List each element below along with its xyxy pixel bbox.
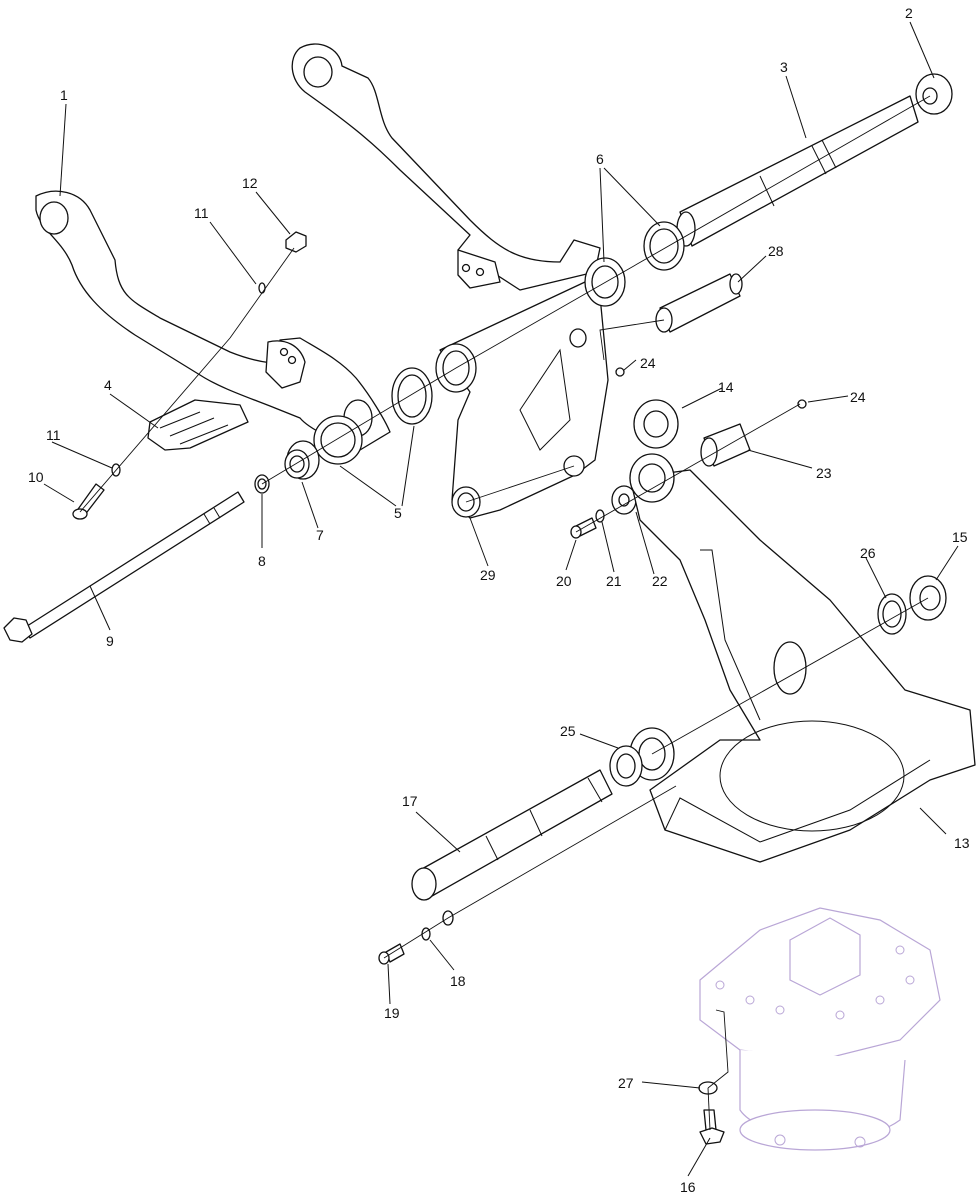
callout-2: 2 [905,5,913,21]
washer-6-outer-part [643,221,685,271]
callout-14: 14 [718,379,734,395]
boom-frame-part [629,453,976,863]
callout-22: 22 [652,573,668,589]
callout-19: 19 [384,1005,400,1021]
assembly-axis-lines [79,95,931,1131]
washer-25-part [609,745,643,787]
pin-17-part [411,769,613,926]
callout-17: 17 [402,793,418,809]
callout-28: 28 [768,243,784,259]
callout-18: 18 [450,973,466,989]
callout-3: 3 [780,59,788,75]
callout-11-lower: 11 [46,427,61,443]
callout-11-upper: 11 [194,205,209,221]
bracket-part [147,399,249,451]
pin-28-part [655,273,743,333]
washer-22-part [611,485,637,515]
bolt-19-part [378,943,405,965]
callout-7: 7 [316,527,324,543]
nut-12-part [285,231,307,253]
spacer-23-part [700,423,751,467]
swing-link-part [435,281,609,519]
bolt-16-part [699,1109,725,1145]
callout-labels: 1 2 3 4 5 6 7 8 9 10 11 11 12 13 14 15 1… [28,5,970,1195]
callout-27: 27 [618,1075,634,1091]
washer-11-upper-part [258,282,266,294]
arm-front-part [35,190,391,451]
washer-5-inner-part [313,415,363,465]
callout-9: 9 [106,633,114,649]
callout-25: 25 [560,723,576,739]
callout-1: 1 [60,87,68,103]
callout-4: 4 [104,377,112,393]
grease-fitting-24-part [615,367,807,409]
callout-15: 15 [952,529,968,545]
callout-24-right: 24 [850,389,866,405]
washer-5-outer-part [391,367,433,425]
arm-rear-part [291,43,601,291]
bushing-14-part [633,399,679,449]
callout-23: 23 [816,465,832,481]
callout-26: 26 [860,545,876,561]
callout-5: 5 [394,505,402,521]
pin-3-part [676,95,919,247]
callout-13: 13 [954,835,970,851]
cap-2-part [915,73,953,115]
callout-10: 10 [28,469,44,485]
callout-12: 12 [242,175,258,191]
callout-24-upper: 24 [640,355,656,371]
callout-20: 20 [556,573,572,589]
callout-6: 6 [596,151,604,167]
rotary-motor-context [699,907,941,1151]
callout-21: 21 [606,573,622,589]
callout-8: 8 [258,553,266,569]
washer-26-part [877,593,907,635]
leader-lines [43,21,959,1177]
long-bolt-part [3,491,245,643]
callout-16: 16 [680,1179,696,1195]
callout-29: 29 [480,567,496,583]
